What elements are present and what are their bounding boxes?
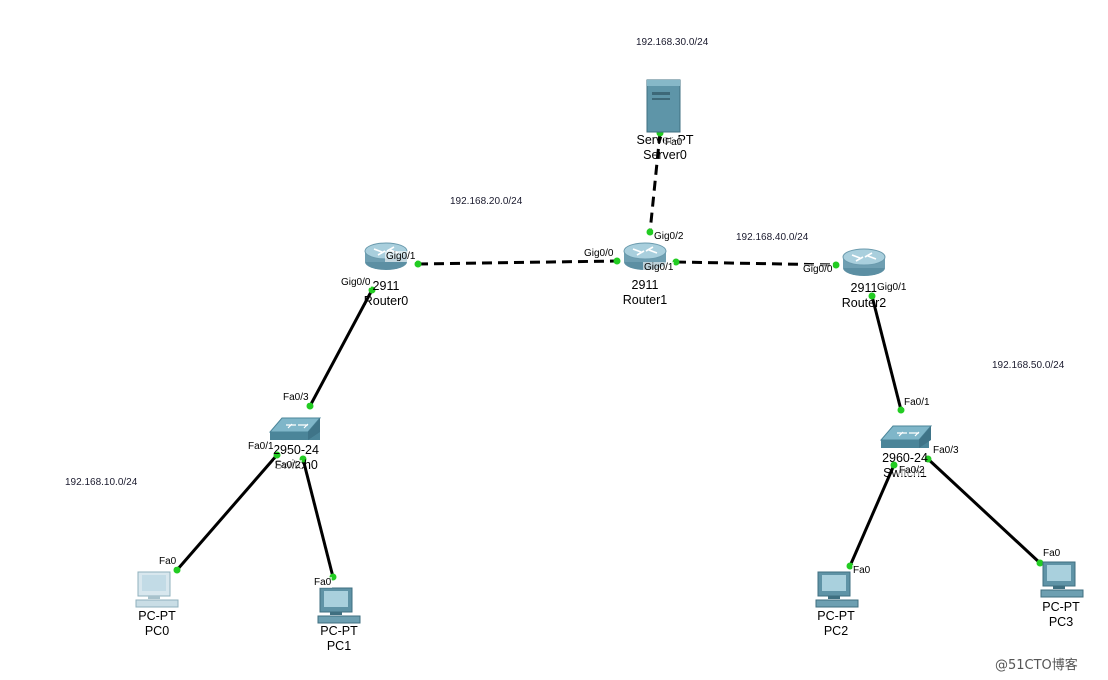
port-label-pc2-fa0: Fa0 bbox=[852, 565, 872, 576]
port-label-pc3-fa0: Fa0 bbox=[1042, 548, 1062, 559]
network-label-30: 192.168.30.0/24 bbox=[636, 37, 709, 48]
link-router0-router1[interactable] bbox=[417, 259, 618, 266]
router0-name: Router0 bbox=[363, 294, 409, 308]
link-switch1-pc2[interactable] bbox=[848, 464, 896, 567]
router2-model: 2911 bbox=[850, 281, 878, 295]
server0-name: Server0 bbox=[643, 148, 687, 162]
pc2-label[interactable]: PC-PT PC2 bbox=[796, 609, 876, 639]
pc0-model: PC-PT bbox=[138, 609, 176, 623]
port-label-router2-gig01: Gig0/1 bbox=[876, 282, 908, 293]
pc1-name: PC1 bbox=[326, 639, 352, 653]
pc-icon[interactable] bbox=[815, 571, 859, 608]
router0-model: 2911 bbox=[372, 279, 400, 293]
link-server0-router1[interactable] bbox=[648, 132, 662, 233]
port-label-switch1-fa01: Fa0/1 bbox=[903, 397, 931, 408]
router2-label[interactable]: 2911 Router2 bbox=[814, 281, 914, 311]
port-label-pc1-fa0: Fa0 bbox=[313, 577, 333, 588]
server-icon[interactable] bbox=[646, 79, 681, 133]
port-label-switch1-fa03: Fa0/3 bbox=[932, 445, 960, 456]
switch1-model: 2960-24 bbox=[882, 451, 928, 465]
pc-icon[interactable] bbox=[1040, 561, 1084, 598]
switch-icon[interactable] bbox=[879, 425, 933, 448]
pc3-model: PC-PT bbox=[1042, 600, 1080, 614]
router1-model: 2911 bbox=[631, 278, 659, 292]
network-label-20: 192.168.20.0/24 bbox=[450, 196, 523, 207]
port-label-router1-gig01: Gig0/1 bbox=[643, 262, 675, 273]
network-label-10: 192.168.10.0/24 bbox=[65, 477, 138, 488]
pc1-model: PC-PT bbox=[320, 624, 358, 638]
port-label-switch0-fa01: Fa0/1 bbox=[247, 441, 275, 452]
port-label-switch1-fa02: Fa0/2 bbox=[898, 465, 926, 476]
port-label-pc0-fa0: Fa0 bbox=[158, 556, 178, 567]
port-label-router1-gig02: Gig0/2 bbox=[653, 231, 685, 242]
port-label-router2-gig00: Gig0/0 bbox=[802, 264, 834, 275]
pc2-model: PC-PT bbox=[817, 609, 855, 623]
link-status-dots bbox=[173, 129, 1044, 581]
pc3-name: PC3 bbox=[1048, 615, 1074, 629]
pc0-label[interactable]: PC-PT PC0 bbox=[117, 609, 197, 639]
pc2-name: PC2 bbox=[823, 624, 849, 638]
port-label-switch0-fa02: Fa0/2 bbox=[274, 460, 302, 471]
pc3-label[interactable]: PC-PT PC3 bbox=[1021, 600, 1101, 630]
port-label-switch0-fa03: Fa0/3 bbox=[282, 392, 310, 403]
router2-name: Router2 bbox=[841, 296, 887, 310]
pc-icon[interactable] bbox=[135, 571, 179, 608]
router0-label[interactable]: 2911 Router0 bbox=[336, 279, 436, 309]
watermark: @51CTO博客 bbox=[995, 658, 1078, 673]
link-switch0-pc1[interactable] bbox=[301, 458, 335, 578]
pc1-label[interactable]: PC-PT PC1 bbox=[299, 624, 379, 654]
port-label-server0-fa0: Fa0 bbox=[664, 137, 684, 148]
router1-name: Router1 bbox=[622, 293, 668, 307]
switch0-model: 2950-24 bbox=[273, 443, 319, 457]
pc0-name: PC0 bbox=[144, 624, 170, 638]
switch-icon[interactable] bbox=[268, 417, 322, 440]
pc-icon[interactable] bbox=[317, 587, 361, 624]
link-switch0-pc0[interactable] bbox=[175, 454, 279, 571]
network-label-50: 192.168.50.0/24 bbox=[992, 360, 1065, 371]
router1-label[interactable]: 2911 Router1 bbox=[595, 278, 695, 308]
port-label-router1-gig00: Gig0/0 bbox=[583, 248, 615, 259]
router-icon[interactable] bbox=[842, 248, 886, 276]
port-label-router0-gig01: Gig0/1 bbox=[385, 251, 417, 262]
port-label-router0-gig00: Gig0/0 bbox=[340, 277, 372, 288]
link-router2-switch1[interactable] bbox=[870, 295, 903, 411]
link-switch1-pc3[interactable] bbox=[926, 457, 1042, 565]
network-label-40: 192.168.40.0/24 bbox=[736, 232, 809, 243]
link-router0-switch0[interactable] bbox=[308, 289, 374, 407]
